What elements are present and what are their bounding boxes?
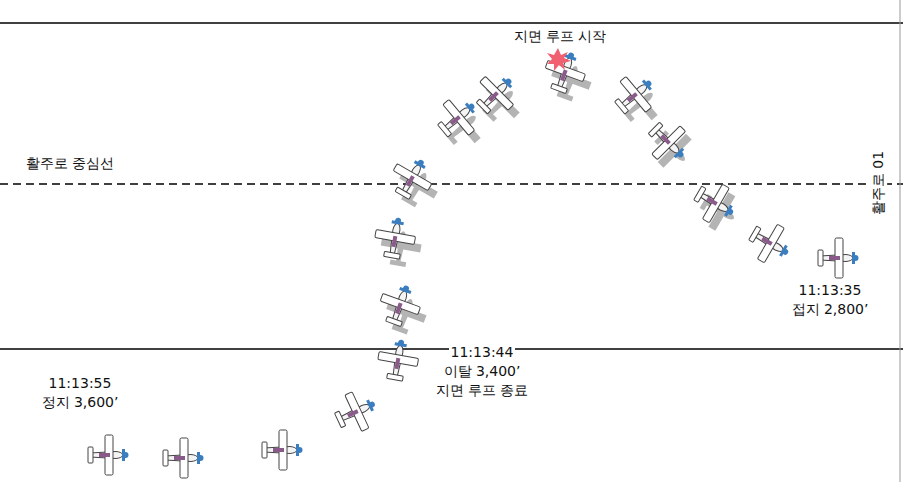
time-label: 11:13:55 <box>47 374 114 392</box>
aircraft-icon <box>374 279 425 331</box>
centerline-label: 활주로 중심선 <box>24 154 116 172</box>
aircraft-icon <box>163 438 204 478</box>
aircraft-icon <box>640 114 697 171</box>
runway-label: 활주로 01 <box>869 149 887 217</box>
annotation-label: 지면 루프 시작 <box>512 27 609 45</box>
frame-line <box>900 0 901 482</box>
aircraft-icon <box>329 385 383 438</box>
runway-centerline <box>0 183 903 185</box>
aircraft-icon <box>468 65 525 122</box>
aircraft-icon <box>539 46 590 98</box>
aircraft-icon <box>688 176 743 231</box>
aircraft-icon <box>743 216 798 271</box>
aircraft-icon <box>818 238 859 278</box>
runway-edge <box>0 22 903 24</box>
aircraft-icon <box>375 336 421 383</box>
aircraft-icon <box>262 430 303 470</box>
time-label: 11:13:35 <box>797 281 864 299</box>
aircraft-icon <box>372 214 418 261</box>
aircraft-icon <box>88 435 129 475</box>
event-label: 이탈 3,400’ <box>442 362 523 380</box>
aircraft-track <box>88 46 859 478</box>
aircraft-icon <box>385 150 440 205</box>
event-label: 접지 2,800’ <box>790 300 871 318</box>
ground-loop-start-mark <box>547 48 571 71</box>
annotation-label: 지면 루프 종료 <box>434 381 531 399</box>
time-label: 11:13:44 <box>449 343 516 361</box>
aircraft-icon <box>430 90 487 147</box>
event-label: 정지 3,600’ <box>40 393 121 411</box>
aircraft-icon <box>607 67 664 124</box>
